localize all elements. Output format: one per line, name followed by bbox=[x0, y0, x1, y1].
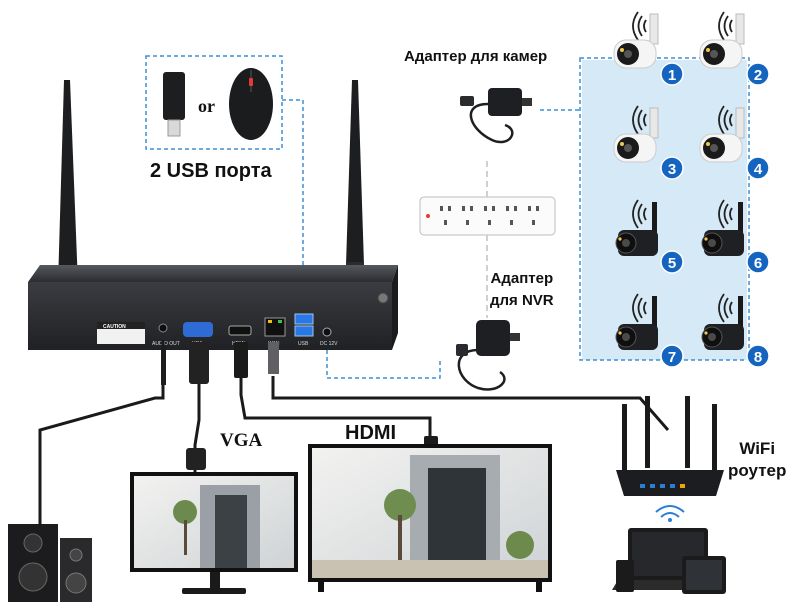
or-label: or bbox=[198, 96, 215, 116]
client-devices bbox=[612, 528, 726, 594]
camera-8: 8 bbox=[701, 293, 770, 368]
usb-port-2 bbox=[294, 325, 314, 337]
camera-5: 5 bbox=[615, 199, 684, 274]
usb-mouse bbox=[229, 68, 273, 140]
camera-6: 6 bbox=[701, 199, 770, 274]
hdmi-tv bbox=[308, 444, 552, 592]
audio-out-label: AUDIO OUT bbox=[152, 341, 180, 347]
camera-adapter-label: Адаптер для камер bbox=[404, 48, 548, 65]
camera-3: 3 bbox=[613, 105, 684, 180]
nvr-adapter-label-line2: для NVR bbox=[490, 292, 554, 309]
wifi-router bbox=[616, 396, 724, 522]
speakers bbox=[8, 524, 92, 602]
nvr-adapter bbox=[456, 320, 520, 391]
usb-ports-label: 2 USB порта bbox=[150, 160, 272, 182]
camera-badge bbox=[660, 62, 684, 86]
camera-adapter bbox=[460, 88, 532, 144]
hdmi-label: HDMI bbox=[345, 422, 397, 444]
router-label: WiFi роутер bbox=[728, 438, 786, 482]
camera-number: 4 bbox=[754, 161, 763, 178]
hdmi-port bbox=[228, 325, 252, 336]
usb-port-1 bbox=[294, 313, 314, 325]
nvr-antennas bbox=[58, 80, 364, 290]
camera-badge bbox=[746, 62, 770, 86]
camera-number: 7 bbox=[668, 349, 676, 366]
vga-port bbox=[183, 322, 213, 337]
camera-4: 4 bbox=[699, 105, 770, 180]
power-strip bbox=[419, 160, 556, 318]
power-lines bbox=[282, 99, 580, 379]
camera-2: 2 bbox=[699, 11, 770, 86]
nvr-adapter-label-line1: Адаптер bbox=[490, 270, 554, 287]
vga-label: VGA bbox=[220, 430, 263, 451]
camera-grid: 1 2 3 4 5 6 7 8 bbox=[613, 11, 770, 368]
camera-badge bbox=[660, 344, 684, 368]
camera-number: 8 bbox=[754, 349, 762, 366]
dc-port bbox=[322, 327, 332, 337]
camera-number: 6 bbox=[754, 255, 762, 272]
camera-panel bbox=[582, 60, 747, 360]
audio-out-port bbox=[158, 323, 168, 333]
camera-badge bbox=[746, 156, 770, 180]
camera-number: 3 bbox=[668, 161, 676, 178]
camera-badge bbox=[660, 250, 684, 274]
caution-label: CAUTION bbox=[103, 324, 126, 330]
camera-badge bbox=[746, 344, 770, 368]
usb-dongle bbox=[163, 72, 185, 137]
camera-7: 7 bbox=[615, 293, 684, 368]
camera-badge bbox=[746, 250, 770, 274]
camera-number: 5 bbox=[668, 255, 676, 272]
nvr-adapter-label: Адаптер для NVR bbox=[490, 268, 554, 312]
nvr-recorder bbox=[28, 265, 398, 350]
usb-port-label: USB bbox=[298, 341, 309, 347]
dc-port-label: DC 12V bbox=[320, 341, 338, 347]
vga-monitor bbox=[130, 472, 298, 594]
router-label-line1: WiFi bbox=[739, 439, 776, 458]
router-label-line2: роутер bbox=[728, 461, 787, 480]
camera-1: 1 bbox=[613, 11, 684, 86]
camera-number: 2 bbox=[754, 67, 762, 84]
camera-number: 1 bbox=[668, 67, 676, 84]
camera-badge bbox=[660, 156, 684, 180]
